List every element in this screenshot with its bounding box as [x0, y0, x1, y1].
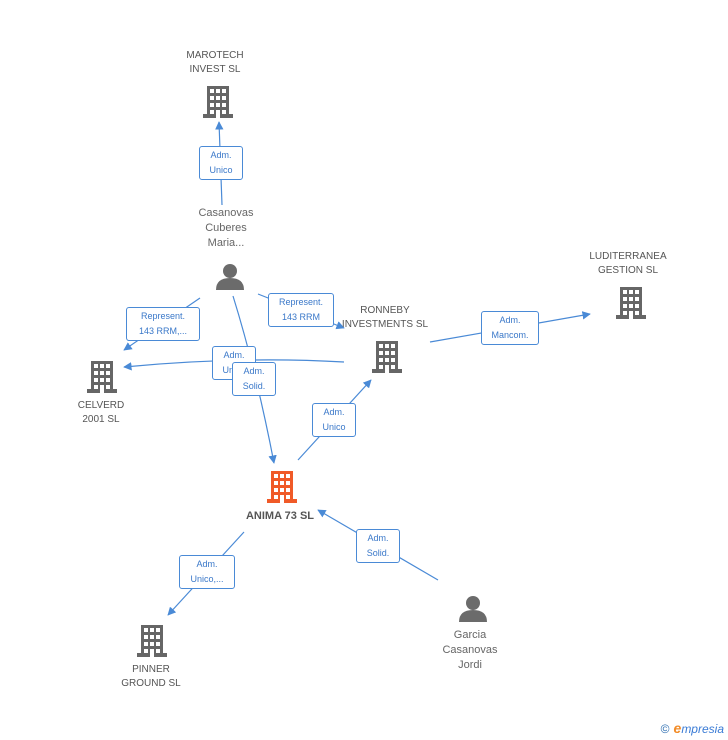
node-marotech[interactable]: MAROTECH INVEST SL	[170, 49, 260, 77]
edge-label-maria-marotech[interactable]: Adm. Unico	[199, 146, 243, 180]
edge-label-anima-ronneby-line1: Adm.	[323, 407, 345, 417]
node-pinner[interactable]: PINNER GROUND SL	[106, 663, 196, 691]
edge-label-ronneby-luditerranea[interactable]: Adm. Mancom.	[481, 311, 539, 345]
edge-label-ronneby-luditerranea-line1: Adm.	[499, 315, 521, 325]
node-garcia-line1: Garcia	[453, 629, 487, 641]
edge-label-maria-celverd-line2: 143 RRM,...	[138, 326, 187, 336]
node-garcia-line3: Jordi	[458, 659, 482, 671]
edge-label-maria-celverd[interactable]: Represent. 143 RRM,...	[126, 307, 200, 341]
node-celverd-line1: CELVERD	[77, 400, 125, 411]
edge-label-maria-anima-line1: Adm.	[243, 366, 265, 376]
node-luditerranea-line2: GESTION SL	[597, 265, 658, 276]
node-casanovas-maria[interactable]: Casanovas Cuberes Maria...	[176, 206, 276, 251]
edge-label-maria-marotech-line1: Adm.	[210, 150, 232, 160]
building-icon-luditerranea	[616, 287, 646, 319]
node-anima[interactable]: ANIMA 73 SL	[230, 509, 330, 523]
node-luditerranea-line1: LUDITERRANEA	[589, 251, 667, 262]
edge-label-maria-marotech-line2: Unico	[209, 165, 233, 175]
node-casanovas-maria-line1: Casanovas	[198, 207, 254, 219]
copyright-symbol: ©	[660, 722, 670, 736]
node-casanovas-maria-line3: Maria...	[207, 237, 245, 249]
node-marotech-line2: INVEST SL	[189, 64, 241, 75]
node-garcia[interactable]: Garcia Casanovas Jordi	[425, 628, 515, 673]
edge-label-ronneby-luditerranea-line2: Mancom.	[491, 330, 529, 340]
person-icon-casanovas-maria	[216, 264, 244, 290]
node-anima-line1: ANIMA 73 SL	[245, 510, 315, 522]
edge-label-garcia-anima-line2: Solid.	[366, 548, 390, 558]
edge-label-ronneby-celverd-line1: Adm.	[223, 350, 245, 360]
building-icon-celverd	[87, 361, 117, 393]
node-garcia-line2: Casanovas	[442, 644, 498, 656]
building-icon-marotech	[203, 86, 233, 118]
node-marotech-line1: MAROTECH	[186, 50, 244, 61]
edge-label-anima-ronneby[interactable]: Adm. Unico	[312, 403, 356, 437]
empresia-logo[interactable]: ©empresia	[661, 720, 724, 736]
edge-label-maria-ronneby-line2: 143 RRM	[281, 312, 320, 322]
edge-label-maria-celverd-line1: Represent.	[140, 311, 186, 321]
node-celverd-line2: 2001 SL	[82, 414, 120, 425]
edge-label-anima-pinner-line2: Unico,...	[190, 574, 224, 584]
node-casanovas-maria-line2: Cuberes	[205, 222, 247, 234]
edge-label-garcia-anima-line1: Adm.	[367, 533, 389, 543]
node-ronneby-line2: INVESTMENTS SL	[341, 319, 429, 330]
edge-label-maria-ronneby[interactable]: Represent. 143 RRM	[268, 293, 334, 327]
edge-label-anima-ronneby-line2: Unico	[322, 422, 346, 432]
building-icon-ronneby	[372, 341, 402, 373]
node-ronneby-line1: RONNEBY	[360, 305, 410, 316]
edge-label-maria-anima-line2: Solid.	[242, 381, 266, 391]
node-pinner-line1: PINNER	[132, 664, 170, 675]
node-pinner-line2: GROUND SL	[121, 678, 181, 689]
edge-label-maria-ronneby-line1: Represent.	[278, 297, 324, 307]
edge-label-maria-anima[interactable]: Adm. Solid.	[232, 362, 276, 396]
node-celverd[interactable]: CELVERD 2001 SL	[56, 399, 146, 427]
brand-name: mpresia	[681, 722, 724, 736]
node-luditerranea[interactable]: LUDITERRANEA GESTION SL	[576, 250, 680, 278]
person-icon-garcia	[459, 596, 487, 622]
edge-label-anima-pinner[interactable]: Adm. Unico,...	[179, 555, 235, 589]
building-icon-anima	[267, 471, 297, 503]
edge-label-anima-pinner-line1: Adm.	[196, 559, 218, 569]
building-icon-pinner	[137, 625, 167, 657]
brand-initial: e	[673, 720, 682, 736]
edge-label-garcia-anima[interactable]: Adm. Solid.	[356, 529, 400, 563]
node-ronneby[interactable]: RONNEBY INVESTMENTS SL	[330, 304, 440, 332]
